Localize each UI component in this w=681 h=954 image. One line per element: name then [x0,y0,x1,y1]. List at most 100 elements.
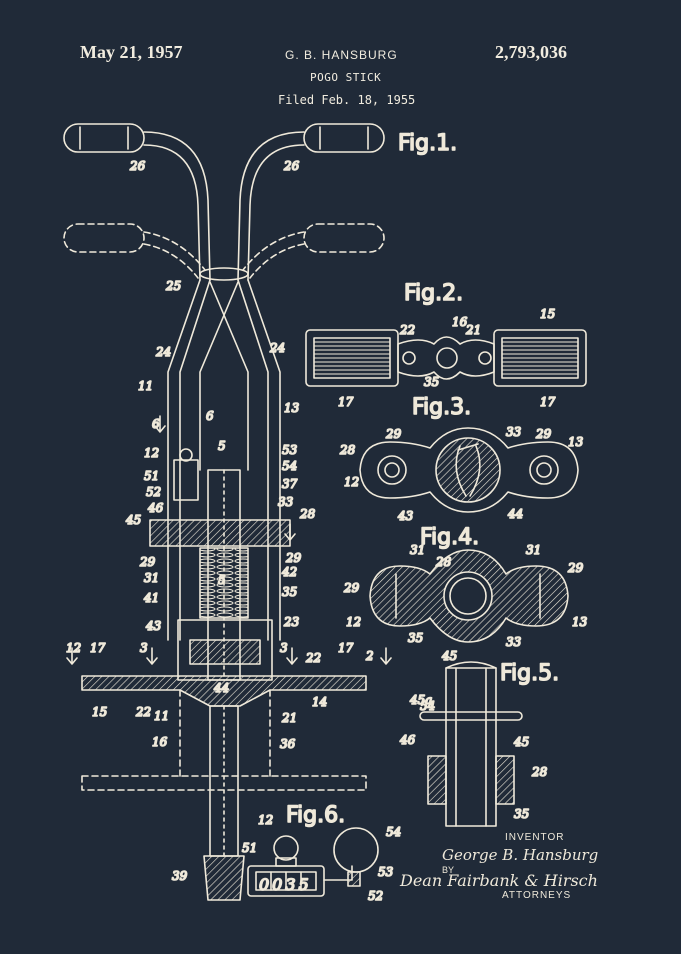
reference-numeral: 44 [507,507,523,521]
inventor-label: INVENTOR [505,832,565,843]
attorneys-label: ATTORNEYS [502,890,572,901]
reference-numeral: 13 [284,401,300,415]
reference-numeral: 29 [139,555,156,569]
reference-numeral: 14 [312,695,327,709]
reference-numeral: 3 [140,641,148,655]
attorneys-signature: Dean Fairbank & Hirsch [400,871,598,890]
reference-numeral: 29 [343,581,360,595]
reference-numeral: 15 [540,307,555,321]
patent-title: POGO STICK [310,71,382,84]
counter-display: 0035 [259,875,312,894]
reference-numeral: 54 [386,825,401,839]
reference-numeral: 17 [90,641,106,655]
inventor-name: George B. Hansburg [442,846,599,864]
reference-numeral: 24 [155,345,171,359]
inventor-header: G. B. HANSBURG [285,48,398,62]
reference-numeral: 21 [465,323,481,337]
reference-numeral: 17 [540,395,556,409]
reference-numeral: 33 [506,635,522,649]
reference-numeral: 35 [282,585,297,599]
reference-numeral: 39 [172,869,188,883]
reference-numeral: 12 [144,446,159,460]
reference-numeral: 29 [567,561,584,575]
reference-numeral: 28 [299,507,316,521]
reference-numeral: 28 [435,555,452,569]
reference-numeral: 43 [397,509,414,523]
reference-numeral: 35 [424,375,439,389]
fig2-foot-pegs [305,329,587,387]
fig4-section [369,549,569,643]
reference-numeral: 35 [514,807,529,821]
reference-numeral: 17 [338,641,354,655]
fig1-label: Fig.1. [398,131,457,156]
reference-numeral: 5 [218,439,226,453]
reference-numeral: 46 [399,733,416,747]
reference-numeral: 25 [165,279,181,293]
reference-numeral: 36 [280,737,296,751]
patent-number: 2,793,036 [495,42,567,62]
reference-numeral: 21 [281,711,297,725]
reference-numeral: 26 [283,159,300,173]
reference-numeral: 31 [410,543,425,557]
reference-numeral: 31 [526,543,541,557]
reference-numeral: 53 [282,443,298,457]
reference-numeral: 5 [218,573,226,587]
fig3-label: Fig.3. [412,395,471,420]
reference-numeral: 33 [278,495,294,509]
reference-numeral: 29 [535,427,552,441]
reference-numeral: 16 [152,735,168,749]
reference-numeral: 16 [452,315,468,329]
reference-numeral: 12 [346,615,361,629]
reference-numeral: 13 [572,615,588,629]
reference-numeral: 12 [344,475,359,489]
reference-numeral: 29 [285,551,302,565]
reference-numeral: 12 [66,641,81,655]
reference-numeral: 17 [338,395,354,409]
right-handle-grip [303,123,385,153]
reference-numeral: 45 [441,649,457,663]
reference-numeral: 28 [339,443,356,457]
reference-numeral: 43 [145,619,162,633]
reference-numeral: 29 [385,427,402,441]
reference-numeral: 54 [420,699,435,713]
reference-numeral: 44 [213,681,229,695]
reference-numeral: 13 [568,435,584,449]
filed-date: Filed Feb. 18, 1955 [278,93,416,107]
reference-numeral: 51 [144,469,159,483]
reference-numeral: 33 [506,425,522,439]
reference-numeral: 6 [152,417,160,431]
reference-numeral: 23 [283,615,300,629]
fig5-label: Fig.5. [500,661,559,686]
reference-numeral: 3 [280,641,288,655]
reference-numeral: 11 [138,379,153,393]
fig3-cross-bar [359,427,579,513]
reference-numeral: 22 [305,651,321,665]
reference-numeral: 42 [281,565,297,579]
reference-numeral: 45 [513,735,529,749]
left-handle-grip-alt [63,223,145,253]
fig6-counter [247,827,379,897]
reference-numeral: 22 [135,705,151,719]
reference-numeral: 37 [282,477,298,491]
reference-numeral: 52 [146,485,161,499]
reference-numeral: 11 [154,709,169,723]
fig1-pogo-stick [63,123,392,901]
reference-numeral: 52 [368,889,383,903]
fig4-label: Fig.4. [420,525,479,550]
left-handle-grip [63,123,145,153]
reference-numeral: 22 [399,323,415,337]
by-label: BY [442,865,455,875]
reference-numeral: 45 [125,513,141,527]
reference-numeral: 26 [129,159,146,173]
reference-numeral: 12 [258,813,273,827]
reference-numeral: 53 [378,865,394,879]
reference-numeral: 35 [408,631,423,645]
patent-date: May 21, 1957 [80,42,183,62]
reference-numeral: 24 [269,341,285,355]
reference-numeral: 15 [92,705,107,719]
reference-numeral: 31 [144,571,159,585]
right-handle-grip-alt [303,223,385,253]
reference-numeral: 51 [242,841,257,855]
